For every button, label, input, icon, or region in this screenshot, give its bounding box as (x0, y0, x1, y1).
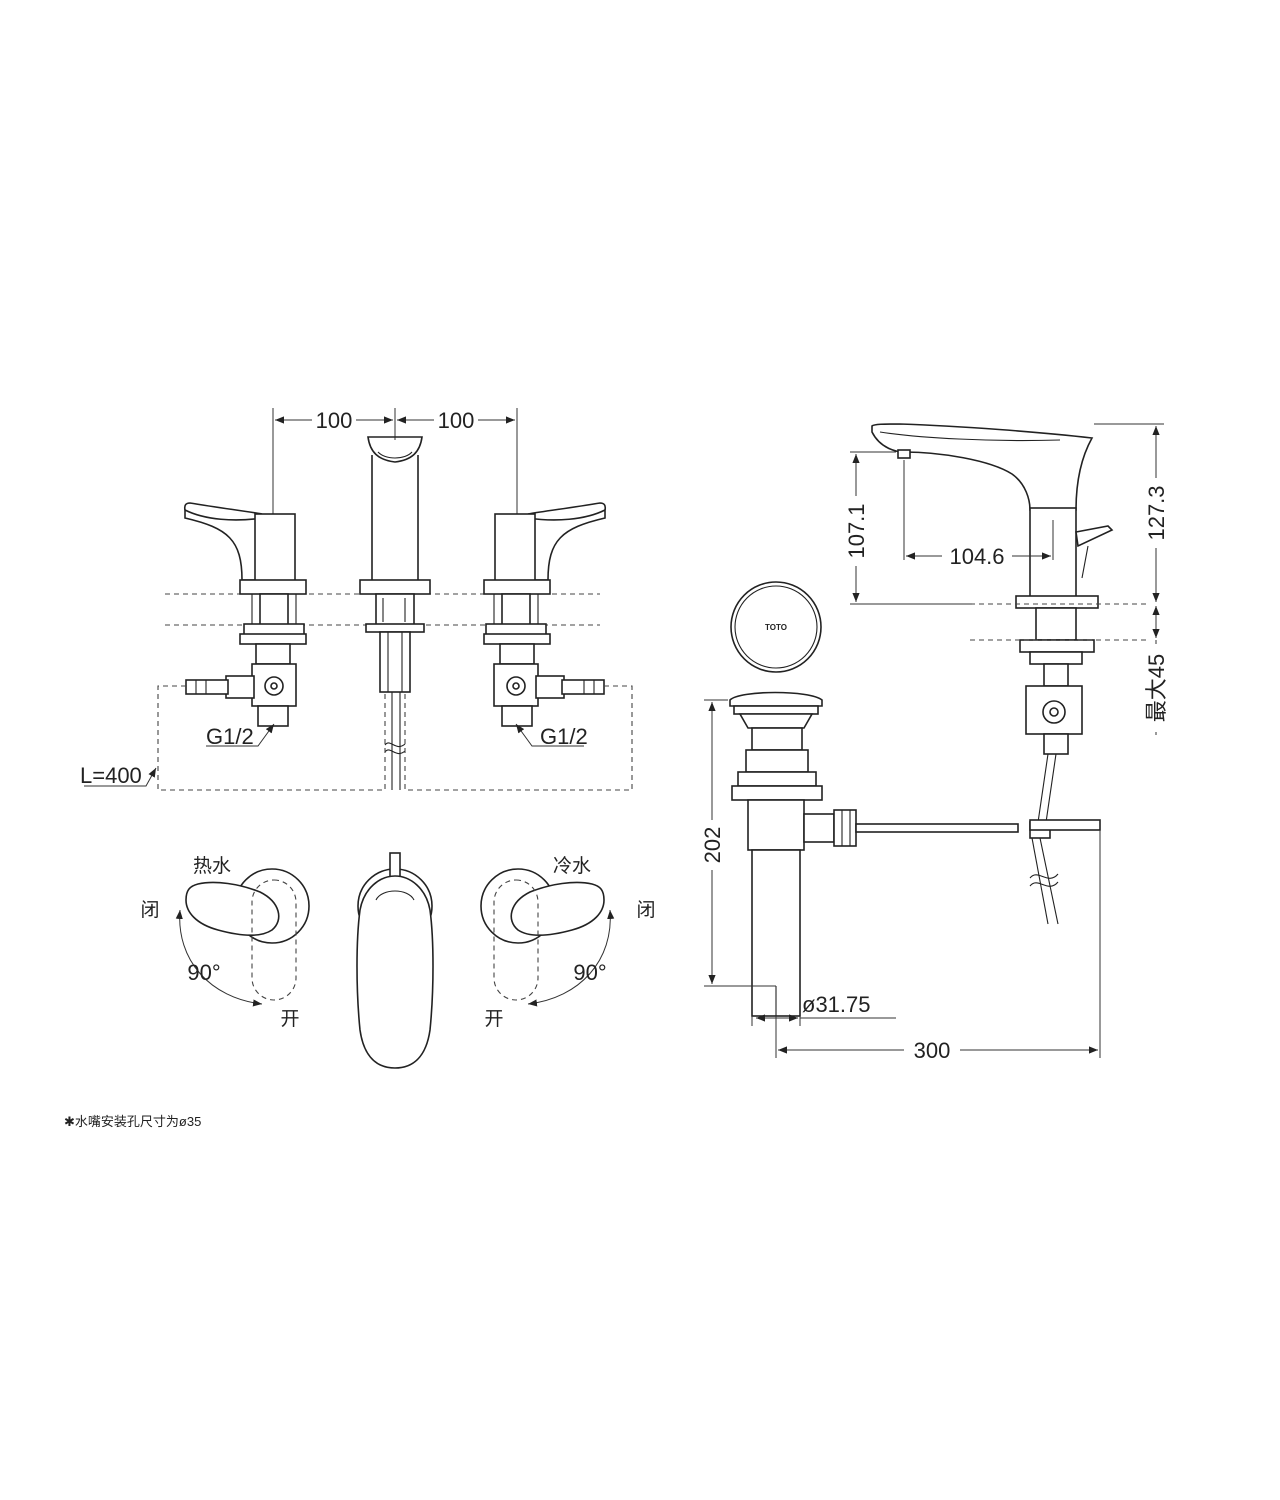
angle-right-label: 90° (573, 960, 606, 985)
thread-left-label: G1/2 (206, 724, 254, 749)
drain-cap-top: TOTO (730, 581, 822, 673)
cold-valve-front (483, 502, 607, 727)
drain-length-label: 202 (700, 827, 725, 864)
close-right-label: 闭 (636, 899, 655, 921)
cold-handle-top: 冷水 闭 90° 开 (480, 855, 656, 1030)
drain-diameter-label: ø31.75 (802, 992, 871, 1017)
rod-length-label: 300 (914, 1038, 951, 1063)
spacing-dimension: 100 100 (272, 406, 518, 515)
spout-front (359, 436, 431, 790)
hot-handle-top: 热水 闭 90° 开 (140, 855, 310, 1030)
spacing-left-label: 100 (316, 408, 353, 433)
max-deck-label: 最大45 (1144, 654, 1169, 722)
spout-reach-label: 104.6 (949, 544, 1004, 569)
open-right-label: 开 (484, 1009, 503, 1030)
side-view: 107.1 104.6 127.3 最大45 TOTO (698, 423, 1172, 1064)
spout-height-label: 107.1 (844, 503, 869, 558)
front-view: 100 100 (80, 406, 633, 791)
hot-water-label: 热水 (193, 855, 231, 877)
thread-right-label: G1/2 (540, 724, 588, 749)
open-left-label: 开 (280, 1009, 299, 1030)
hose-length-label: L=400 (80, 763, 142, 788)
drain-assembly (729, 691, 1101, 1017)
cold-water-label: 冷水 (553, 855, 591, 877)
drain-brand-label: TOTO (765, 623, 787, 632)
angle-left-label: 90° (187, 960, 220, 985)
install-hole-note: ✱水嘴安装孔尺寸为ø35 (64, 1114, 201, 1129)
total-height-label: 127.3 (1144, 485, 1169, 540)
spout-top (356, 852, 434, 1069)
close-left-label: 闭 (140, 899, 159, 921)
spacing-right-label: 100 (438, 408, 475, 433)
hot-valve-front (183, 502, 307, 727)
